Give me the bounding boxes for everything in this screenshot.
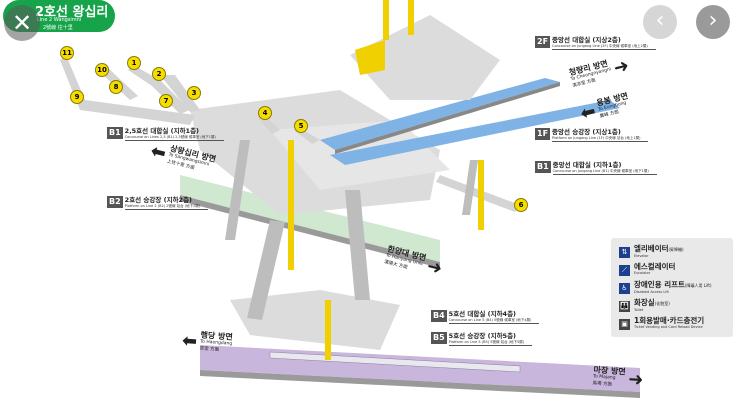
arrow-right-icon: ➜ xyxy=(627,368,645,391)
exit-11: 11 xyxy=(60,46,74,60)
legend-label: 에스컬레이터 xyxy=(634,262,676,271)
exit-1: 1 xyxy=(127,56,141,70)
previous-image-button[interactable]: ‹ xyxy=(643,5,677,39)
exit-8: 8 xyxy=(109,80,123,94)
floor-name-en: Concourse on Line 5 (B4) 5號線 候車室 (地下4層) xyxy=(448,318,540,324)
arrow-left-icon: ⬅ xyxy=(578,100,598,125)
toilet-icon: 👪 xyxy=(619,301,630,312)
station-name-en: Line 2 Wangsimni xyxy=(37,17,82,23)
jungang-platform xyxy=(320,78,560,150)
floor-name-en: Concourse on Lines 2,5 (B1) 2,5號線 候車室 (地… xyxy=(124,135,224,141)
line5-concourse xyxy=(230,290,400,350)
chevron-left-icon: ‹ xyxy=(655,8,665,33)
wheelchair-icon: ♿ xyxy=(619,283,630,294)
legend-label-en: Ticket Vending and Card Reload Device xyxy=(634,325,703,329)
escalator-icon: ⟋ xyxy=(619,264,630,276)
floor-name-en: Concourse on Jungang Line (B1) 中央線 候車室 (… xyxy=(552,169,657,175)
floor-name-en: Platform on Jungang Line (1F) 中央線 站台 (地上… xyxy=(552,136,649,142)
legend-label-en: Toilet xyxy=(634,308,644,312)
floor-badge: B1 xyxy=(535,161,551,173)
floor-badge: B4 xyxy=(431,310,447,322)
legend-label: 장애인용 리프트 xyxy=(634,280,685,289)
legend-label-hanja: (障礙人用 Lift) xyxy=(684,283,712,288)
legend-label-hanja: (化粧室) xyxy=(654,301,670,306)
floor-name-en: Platform on Line 2 (B2) 2號線 站台 (地下2層) xyxy=(124,204,209,210)
floor-name: 2,5호선 대합실 (지하1층) xyxy=(124,127,200,135)
arrow-left-icon: ⬅ xyxy=(148,139,169,164)
floor-name: 5호선 승강장 (지하5층) xyxy=(448,332,517,340)
floor-name-en: Platform on Line 5 (B5) 5號線 站台 (地下5層) xyxy=(448,340,533,346)
close-icon: ✕ xyxy=(11,9,33,37)
exit-6: 6 xyxy=(514,198,528,212)
exit-9: 9 xyxy=(70,90,84,104)
exit-3: 3 xyxy=(187,86,201,100)
elevator-icon: ⇅ xyxy=(619,247,630,258)
floor-name: 중앙선 승강장 (지상1층) xyxy=(552,128,621,136)
exit-2: 2 xyxy=(152,67,166,81)
floor-name: 2호선 승강장 (지하2층) xyxy=(124,196,193,204)
station-name-cn: 2號線 往十里 xyxy=(43,25,73,31)
legend-item-toilet: 👪 화장실(化粧室) Toilet xyxy=(619,299,670,314)
legend-label: 화장실 xyxy=(634,298,655,307)
legend-item-lift: ♿ 장애인용 리프트(障礙人用 Lift) Disabled Access Lift xyxy=(619,281,712,296)
next-image-button[interactable]: › xyxy=(696,5,730,39)
exit-5: 5 xyxy=(294,119,308,133)
floor-name: 5호선 대합실 (지하4층) xyxy=(448,310,517,318)
floor-name-en: Concourse on Jungang Line (2F) 中央線 候車室 (… xyxy=(552,44,656,50)
close-button[interactable]: ✕ xyxy=(4,5,40,41)
legend-item-elevator: ⇅ 엘리베이터(昇降機) Elevator xyxy=(619,245,684,260)
legend-label-en: Elevator xyxy=(634,254,649,258)
arrow-left-icon: ⬅ xyxy=(181,329,198,352)
ticket-machine-icon: ▣ xyxy=(619,318,630,330)
legend-label-en: Escalator xyxy=(634,271,651,275)
legend-label-hanja: (昇降機) xyxy=(668,247,684,252)
floor-badge: 1F xyxy=(535,128,551,140)
station-name-ko: 2호선 왕십리 xyxy=(35,5,109,20)
floor-badge: B1 xyxy=(107,127,123,139)
exit-10: 10 xyxy=(95,63,109,77)
floor-badge: B5 xyxy=(431,332,447,344)
legend-label: 엘리베이터 xyxy=(634,244,669,253)
exit-7: 7 xyxy=(159,94,173,108)
exit-4: 4 xyxy=(258,106,272,120)
floor-name: 중앙선 대합실 (지하1층) xyxy=(552,161,622,169)
floor-name: 중앙선 대합실 (지상2층) xyxy=(552,36,621,44)
chevron-right-icon: › xyxy=(708,8,718,33)
legend-label-en: Disabled Access Lift xyxy=(634,290,669,294)
floor-badge: 2F xyxy=(535,36,551,48)
line2-platform xyxy=(180,175,440,262)
legend-label: 1회용발매·카드충전기 xyxy=(634,316,705,325)
floor-badge: B2 xyxy=(107,196,123,208)
